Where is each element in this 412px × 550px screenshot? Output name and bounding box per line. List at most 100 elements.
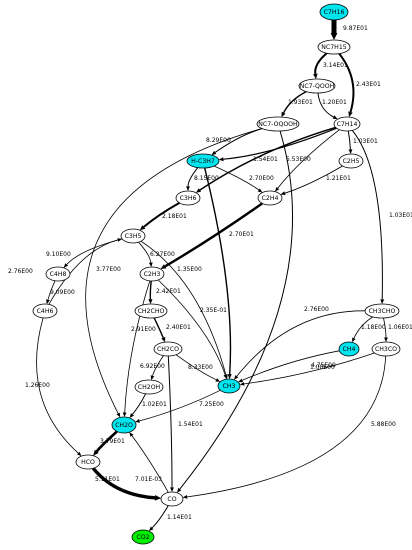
edge-ch3cho-to-ch3: 2.76E00 [234, 306, 366, 380]
arrowhead [148, 299, 153, 304]
edge-line [244, 352, 375, 385]
edge-line [153, 317, 164, 338]
edge-rate-label: 2.43E01 [356, 81, 381, 88]
edge-rate-label: 3.77E00 [96, 266, 121, 273]
species-node-label: C7H16 [324, 9, 345, 16]
arrowhead [63, 263, 69, 268]
edge-rate-label: 1.35E00 [177, 266, 202, 273]
edge-rate-label: 3.79E01 [100, 438, 125, 445]
species-node-label: NC7-QOOH [300, 83, 335, 90]
species-node-c7h14: C7H14 [333, 116, 361, 132]
edge-c2h4-to-c2h3 [160, 202, 263, 269]
edge-rate-label: 2.76E00 [304, 306, 329, 313]
edge-rate-label: 1.54E01 [253, 156, 278, 163]
edge-co-to-co2: 1.14E01 [148, 505, 192, 532]
edge-line [199, 126, 336, 191]
edge-ch3co-to-co: 5.88E00 [182, 355, 396, 499]
species-node-shape [153, 341, 183, 357]
arrowhead [117, 238, 123, 242]
species-node-shape [256, 116, 300, 132]
arrowhead [211, 150, 217, 156]
edge-line [47, 280, 56, 300]
edge-nc7-oqooh-to-h-c3h7: 8.29E00 [206, 128, 263, 156]
edge-line [140, 240, 227, 375]
species-node-ch4: CH4 [338, 341, 360, 357]
edge-c3h5-to-c4h8: 9.10E00 [46, 238, 123, 268]
edge-c7h16-to-nc7h15: 9.87E01 [330, 20, 368, 40]
edge-rate-label: 2.42E01 [156, 288, 181, 295]
arrowhead [380, 299, 385, 304]
edge-line [284, 165, 343, 194]
species-node-label: C2H5 [343, 158, 360, 165]
species-node-label: CH3CO [375, 346, 397, 353]
species-node-label: CH4 [343, 346, 356, 353]
edge-line [204, 167, 232, 375]
edge-ch4-to-ch3: 1.00E00 [238, 350, 340, 383]
edge-c2h3-to-ch3: 2.35E-01 [157, 279, 227, 380]
edge-line [138, 241, 152, 263]
edge-rate-label: 1.06E01 [388, 324, 412, 331]
species-node-c2h5: C2H5 [338, 153, 364, 169]
arrowhead [215, 378, 221, 382]
edge-ch3cho-to-ch4: 1.18E00 [352, 316, 386, 343]
species-node-label: C4H6 [37, 308, 54, 315]
edge-c7h14-to-ch3cho: 1.03E01 [351, 130, 412, 304]
edge-line [236, 310, 366, 377]
species-node-label: C4H8 [50, 271, 67, 278]
edge-c2h3-to-ch2cho: 2.42E01 [148, 280, 181, 304]
species-node-c4h8: C4H8 [45, 266, 71, 282]
species-node-shape [186, 153, 220, 169]
edge-line [167, 355, 173, 488]
edge-rate-label: 3.14E01 [323, 62, 348, 69]
arrowhead [182, 495, 188, 499]
edge-co-to-ch2o: 7.01E-03 [129, 432, 169, 493]
edge-rate-label: 5.11E01 [95, 476, 120, 483]
arrowhead [170, 487, 174, 492]
edge-c7h14-to-h-c3h7: 1.54E01 [218, 127, 337, 163]
species-node-shape [338, 153, 364, 169]
arrowhead [160, 264, 167, 269]
edge-c7h14-to-c2h5: 1.03E01 [347, 130, 378, 154]
edge-rate-label: 1.20E01 [322, 99, 347, 106]
species-node-shape [298, 78, 336, 94]
species-node-label: C3H6 [180, 195, 197, 202]
edge-line [317, 92, 334, 118]
species-node-label: CH2O [115, 422, 133, 429]
edge-line [143, 202, 180, 228]
species-node-co2: CO2 [131, 529, 155, 545]
edge-rate-label: 9.10E00 [46, 251, 71, 258]
species-node-shape [317, 39, 351, 55]
arrowhead [46, 299, 50, 305]
edge-nc7-qooh-to-nc7-oqooh: 1.93E01 [281, 90, 313, 118]
arrowhead [161, 336, 166, 343]
edge-rate-label: 7.25E00 [199, 401, 224, 408]
species-node-label: NC7-OQOOH [258, 121, 298, 128]
species-node-label: CH2CO [157, 346, 179, 353]
edge-line [149, 280, 152, 300]
arrowhead [227, 374, 232, 379]
edge-line [164, 202, 263, 268]
edge-rate-label: 2.70E00 [249, 175, 274, 182]
species-node-label: HCO [81, 459, 95, 466]
species-node-co: CO [160, 491, 184, 507]
species-node-shape [364, 303, 400, 319]
species-node-ch3: CH3 [217, 378, 241, 394]
arrowhead [150, 375, 155, 381]
arrowhead [281, 111, 286, 118]
species-node-shape [333, 116, 361, 132]
species-node-shape [175, 190, 201, 206]
edge-ch3co-to-ch3: 4.75E00 [239, 352, 375, 386]
species-node-label: CH2OH [138, 384, 161, 391]
species-node-c2h4: C2H4 [257, 190, 283, 206]
arrowhead [177, 487, 182, 493]
arrowhead [280, 191, 286, 195]
edge-rate-label: 1.54E01 [178, 421, 203, 428]
edge-rate-label: 1.21E01 [0, 0, 25, 2]
edge-line [124, 280, 151, 413]
arrowhead [348, 149, 353, 154]
species-node-shape [257, 190, 283, 206]
edge-nc7-oqooh-to-ch2o: 2.76E00 [8, 128, 263, 418]
species-node-c3h6: C3H6 [175, 190, 201, 206]
edge-line [347, 130, 351, 150]
edge-line [157, 279, 226, 376]
